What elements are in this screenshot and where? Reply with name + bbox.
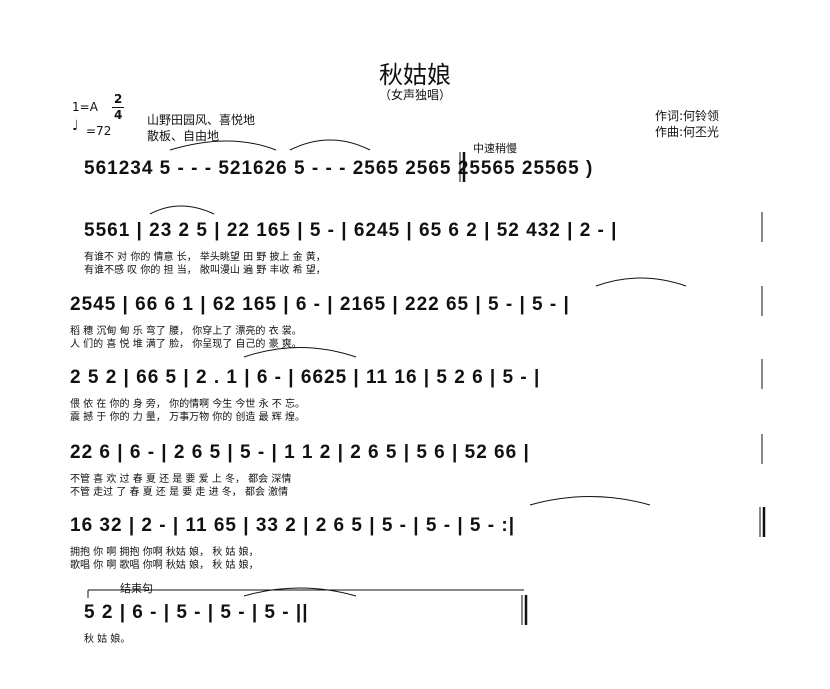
style-marking-1: 山野田园风、喜悦地	[147, 113, 256, 127]
time-sig-divider	[112, 107, 124, 108]
notes: 2 5 2 | 66 5 | 2 . 1 | 6 - | 6625 | 11 1…	[70, 367, 541, 388]
lyric-line-6a: 拥抱 你 啊 拥抱 你啊 秋姑 娘， 秋 姑 娘，	[70, 547, 259, 558]
key-signature: 1=A	[72, 100, 98, 114]
lyric-line-4a: 偎 依 在 你的 身 旁， 你的情啊 今生 今世 永 不 忘。	[70, 399, 305, 410]
lyric-line-4b: 震 撼 于 你的 力 量， 万事万物 你的 创造 最 辉 煌。	[70, 412, 305, 423]
lyric-line-2b: 有谁不感 叹 你的 担 当， 敞叫漫山 遍 野 丰收 希 望，	[84, 265, 326, 276]
slur	[169, 140, 277, 151]
slur	[243, 347, 357, 358]
score-row-3: 2545 | 66 6 1 | 62 165 | 6 - | 2165 | 22…	[70, 294, 570, 316]
slur	[595, 277, 687, 287]
notes: 2545 | 66 6 1 | 62 165 | 6 - | 2165 | 22…	[70, 294, 570, 315]
style-marking-2: 散板、自由地	[147, 129, 220, 143]
slur	[529, 496, 651, 506]
score-row-6: 16 32 | 2 - | 11 65 | 33 2 | 2 6 5 | 5 -…	[70, 515, 515, 537]
notes: 561234 5 - - - 521626 5 - - - 2565 2565 …	[84, 158, 594, 179]
lyricist-credit: 作词:何铃领	[655, 109, 720, 123]
slur	[149, 205, 215, 215]
slur	[289, 139, 371, 151]
slur	[243, 587, 357, 597]
song-subtitle: （女声独唱）	[378, 88, 451, 102]
composer-credit: 作曲:何丕光	[655, 125, 720, 139]
quarter-note-icon: ♩	[72, 118, 79, 134]
notes: 16 32 | 2 - | 11 65 | 33 2 | 2 6 5 | 5 -…	[70, 515, 516, 536]
score-row-4: 2 5 2 | 66 5 | 2 . 1 | 6 - | 6625 | 11 1…	[70, 367, 540, 389]
lyric-line-7a: 秋 姑 娘。	[84, 634, 131, 645]
lyric-line-2a: 有谁不 对 你的 情意 长， 举头眺望 田 野 披上 金 黄，	[84, 252, 326, 263]
tempo-change-marking: 中速稍慢	[473, 142, 517, 155]
lyric-line-3b: 人 们的 喜 悦 堆 满了 脸， 你呈现了 自己的 豪 爽。	[70, 339, 302, 350]
score-row-5: 22 6 | 6 - | 2 6 5 | 5 - | 1 1 2 | 2 6 5…	[70, 442, 530, 464]
lyric-line-3a: 稻 穗 沉甸 甸 乐 弯了 腰， 你穿上了 漂亮的 衣 裳。	[70, 326, 302, 337]
tempo-marking: =72	[86, 124, 112, 138]
score-row-7: 5 2 | 6 - | 5 - | 5 - | 5 - ||	[84, 602, 309, 624]
lyric-line-5a: 不管 喜 欢 过 春 夏 还 是 要 爱 上 冬， 都会 深情	[70, 474, 292, 485]
ending-label: 结束句	[120, 582, 153, 595]
score-row-2: 5561 | 23 2 5 | 22 165 | 5 - | 6245 | 65…	[84, 220, 617, 242]
notes: 22 6 | 6 - | 2 6 5 | 5 - | 1 1 2 | 2 6 5…	[70, 442, 530, 463]
lyric-line-6b: 歌唱 你 啊 歌唱 你啊 秋姑 娘， 秋 姑 娘，	[70, 560, 259, 571]
notes: 5 2 | 6 - | 5 - | 5 - | 5 - ||	[84, 602, 309, 623]
time-sig-top: 2	[114, 92, 123, 106]
lyric-line-5b: 不管 走过 了 春 夏 还 是 要 走 进 冬， 都会 激情	[70, 487, 289, 498]
song-title: 秋姑娘	[379, 61, 451, 89]
notes: 5561 | 23 2 5 | 22 165 | 5 - | 6245 | 65…	[84, 220, 618, 241]
time-sig-bottom: 4	[114, 108, 123, 122]
score-row-1: 561234 5 - - - 521626 5 - - - 2565 2565 …	[84, 158, 593, 180]
